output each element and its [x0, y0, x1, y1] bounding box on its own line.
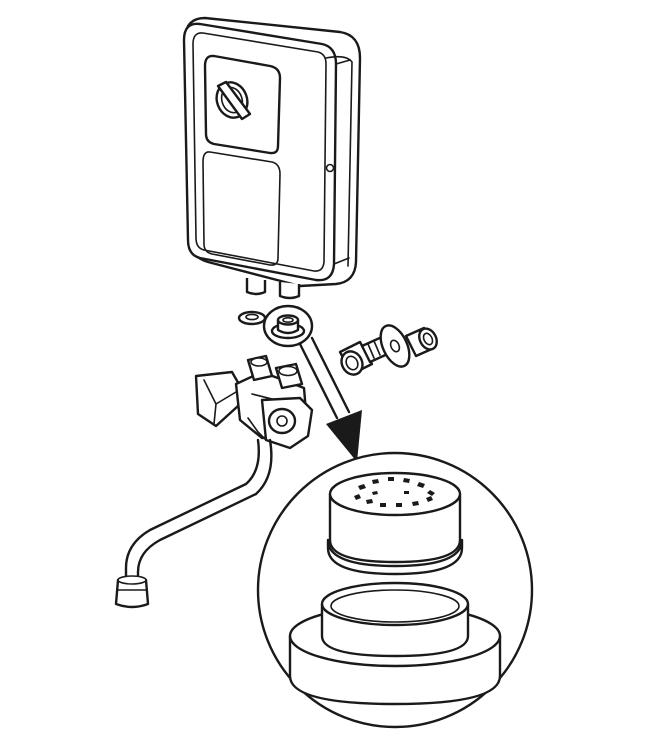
perforation-holes [354, 477, 435, 507]
detail-fitting-bottom [288, 581, 502, 706]
detail-magnifier [256, 451, 534, 729]
sealing-washer-right [270, 314, 306, 340]
detail-highlight-ring [262, 304, 314, 348]
detail-washer-top [326, 471, 464, 576]
pointer-arrow-icon [298, 336, 362, 462]
mixer-tap [194, 354, 314, 450]
control-knob-icon [215, 80, 252, 121]
water-heater-unit [182, 16, 362, 300]
side-screw-icon [325, 163, 335, 173]
swivel-spout [114, 438, 273, 609]
connector-fittings [338, 324, 438, 376]
outlet-pipes [245, 278, 301, 300]
sealing-washer-left [237, 310, 267, 326]
